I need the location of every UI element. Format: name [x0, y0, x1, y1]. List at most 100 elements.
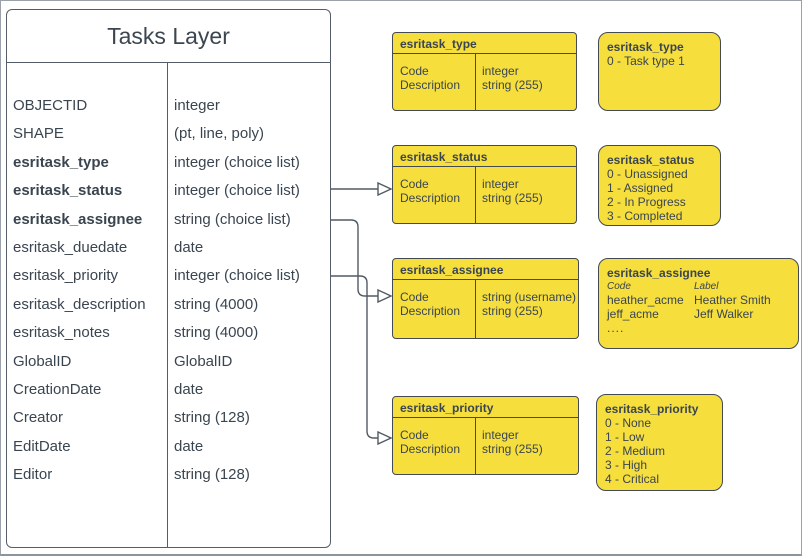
- value-list-label: Heather Smith: [694, 293, 771, 307]
- field-type: string (128): [174, 409, 250, 427]
- field-row: esritask_type integer (choice list): [7, 149, 330, 177]
- field-name: EditDate: [13, 437, 71, 455]
- attr-field-type: string (255): [482, 304, 543, 318]
- field-type: integer (choice list): [174, 267, 300, 285]
- tasks-layer-title: Tasks Layer: [7, 10, 330, 63]
- field-type: date: [174, 380, 204, 398]
- value-list-item: 4 - Critical: [605, 472, 660, 486]
- attr-field-type: string (255): [482, 78, 543, 92]
- value-list-column-header: Label: [694, 281, 719, 292]
- field-name: CreationDate: [13, 380, 102, 398]
- field-name: esritask_type: [13, 153, 109, 171]
- attr-field-types: string (username)string (255): [475, 280, 578, 338]
- value-list-item: 1 - Assigned: [607, 181, 674, 195]
- attr-field-name: Code: [400, 290, 429, 304]
- value-list-title: esritask_priority: [605, 402, 699, 416]
- attr-table-title: esritask_priority: [393, 397, 578, 418]
- attr-table-title: esritask_status: [393, 146, 576, 167]
- field-type: date: [174, 437, 204, 455]
- field-type: integer (choice list): [174, 153, 300, 171]
- attr-field-name: Code: [400, 428, 429, 442]
- arrowhead-assignee: [377, 288, 393, 304]
- value-list-title: esritask_status: [607, 153, 695, 167]
- value-list-table: Code Label heather_acme Heather Smith jeff_a…: [607, 280, 790, 321]
- value-list-item: 3 - Completed: [607, 209, 683, 223]
- field-type: string (4000): [174, 324, 259, 342]
- field-name: OBJECTID: [13, 97, 88, 114]
- value-list-column-header: Code: [607, 281, 631, 292]
- attr-field-type: integer: [482, 428, 519, 442]
- value-list-item: 2 - Medium: [605, 444, 666, 458]
- field-name: SHAPE: [13, 125, 64, 143]
- field-name: esritask_assignee: [13, 210, 143, 228]
- value-list-ellipsis: ....: [607, 321, 625, 335]
- value-list-item: 0 - Task type 1: [607, 54, 685, 68]
- field-row: esritask_status integer (choice list): [7, 177, 330, 205]
- value-list-item: 2 - In Progress: [607, 195, 686, 209]
- value-list-code: jeff_acme: [607, 307, 659, 321]
- field-name: esritask_status: [13, 182, 123, 200]
- attr-table-title: esritask_assignee: [393, 259, 578, 280]
- field-name: Creator: [13, 409, 64, 427]
- attr-field-type: string (255): [482, 191, 543, 205]
- field-type: GlobalID: [174, 352, 233, 370]
- field-row: esritask_notes string (4000): [7, 319, 330, 347]
- column-divider: [167, 63, 168, 547]
- connector-priority: [331, 275, 378, 439]
- value-list-item: 0 - None: [605, 416, 652, 430]
- connector-assignee: [331, 219, 378, 297]
- attr-field-name: Description: [400, 304, 461, 318]
- field-name: esritask_description: [13, 295, 146, 313]
- field-row: CreationDate date: [7, 376, 330, 404]
- field-row: GlobalID GlobalID: [7, 348, 330, 376]
- field-row: Creator string (128): [7, 404, 330, 432]
- field-type: string (choice list): [174, 210, 291, 228]
- field-type: string (128): [174, 466, 250, 484]
- field-row: SHAPE(pt, line, poly): [7, 120, 330, 148]
- field-name: GlobalID: [13, 352, 72, 370]
- value-list-item: 0 - Unassigned: [607, 167, 688, 181]
- attr-field-name: Description: [400, 191, 461, 205]
- value-list-code: heather_acme: [607, 293, 684, 307]
- field-row: Editor string (128): [7, 461, 330, 489]
- field-name: esritask_notes: [13, 324, 110, 342]
- field-name: Editor: [13, 466, 53, 484]
- attr-field-name: Code: [400, 177, 429, 191]
- field-type: integer (choice list): [174, 182, 300, 200]
- attr-field-type: integer: [482, 177, 519, 191]
- value-list-title: esritask_assignee: [607, 266, 711, 280]
- attr-field-name: Description: [400, 442, 461, 456]
- arrowhead-priority: [377, 430, 393, 446]
- field-type: date: [174, 238, 204, 256]
- value-list-item: 3 - High: [605, 458, 648, 472]
- field-name: esritask_priority: [13, 267, 119, 285]
- attr-table-title: esritask_type: [393, 33, 576, 54]
- attr-field-name: Description: [400, 78, 461, 92]
- value-list-label: Jeff Walker: [694, 307, 754, 321]
- field-row: esritask_assignee string (choice list): [7, 206, 330, 234]
